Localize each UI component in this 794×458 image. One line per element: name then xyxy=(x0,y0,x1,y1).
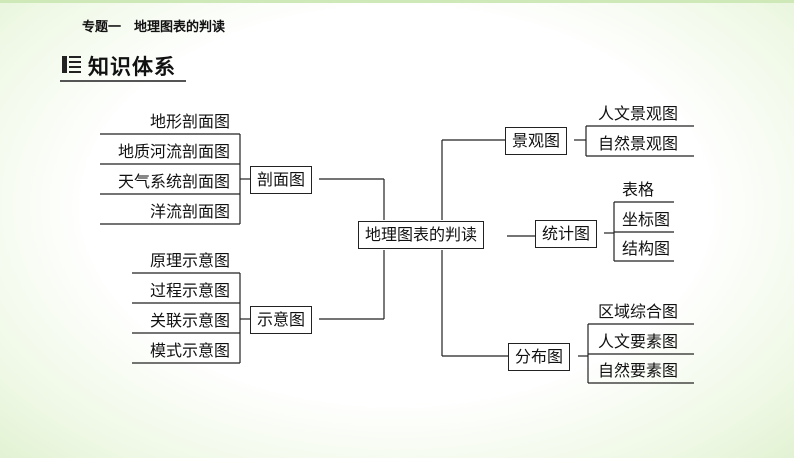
leaf-natural-element-map: 自然要素图 xyxy=(598,361,679,380)
section-list-icon xyxy=(62,56,81,73)
leaf-natural-landscape: 自然景观图 xyxy=(598,134,679,153)
leaf-coordinate-chart: 坐标图 xyxy=(622,210,671,229)
page-header: 专题一 地理图表的判读 xyxy=(82,20,226,35)
mid-node-section-diagram: 剖面图 xyxy=(250,166,313,194)
mid-node-landscape: 景观图 xyxy=(505,127,568,155)
leaf-ocean-current-profile: 洋流剖面图 xyxy=(149,202,230,221)
leaf-human-landscape: 人文景观图 xyxy=(598,104,679,123)
leaf-geology-river-profile: 地质河流剖面图 xyxy=(117,142,230,161)
leaf-regional-map: 区域综合图 xyxy=(598,302,679,321)
leaf-process-schematic: 过程示意图 xyxy=(149,281,230,300)
leaf-principle-schematic: 原理示意图 xyxy=(149,251,230,270)
top-accent-bar xyxy=(0,0,794,3)
mid-node-statistics: 统计图 xyxy=(535,220,598,248)
section-underline xyxy=(60,80,186,82)
mid-node-schematic-diagram: 示意图 xyxy=(250,306,313,334)
leaf-table: 表格 xyxy=(622,180,655,199)
leaf-relation-schematic: 关联示意图 xyxy=(149,311,230,330)
root-node: 地理图表的判读 xyxy=(358,221,485,249)
leaf-terrain-profile: 地形剖面图 xyxy=(149,112,230,131)
leaf-weather-system-profile: 天气系统剖面图 xyxy=(117,172,230,191)
leaf-human-element-map: 人文要素图 xyxy=(598,332,679,351)
section-title: 知识体系 xyxy=(88,55,176,79)
leaf-model-schematic: 模式示意图 xyxy=(149,341,230,360)
leaf-structure-chart: 结构图 xyxy=(622,239,671,258)
mid-node-distribution: 分布图 xyxy=(508,343,571,371)
